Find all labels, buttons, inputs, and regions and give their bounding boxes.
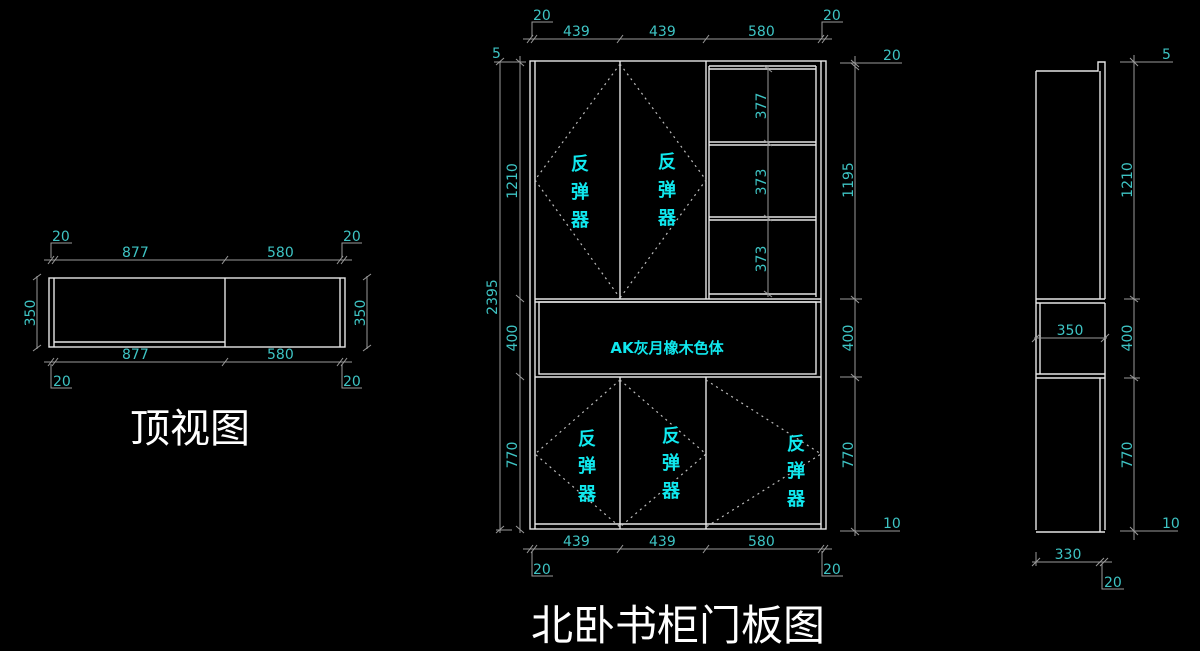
front-dim-top-439b: 439 [649,24,676,40]
front-dim-left-top-offset: 5 [492,46,501,62]
side-dim-right-770: 770 [1120,442,1136,469]
side-dim-top-offset: 5 [1162,47,1171,63]
door-label-upper-1: 反 弹 器 [570,154,590,231]
front-dim-top-439a: 439 [563,24,590,40]
front-dim-top-left: 20 [533,8,551,24]
svg-text:弹: 弹 [662,452,680,474]
side-view-upper-outline [1036,61,1106,299]
door-label-lower-2: 反 弹 器 [661,426,681,502]
svg-text:器: 器 [657,208,677,229]
front-dim-right-bottom-offset: 10 [883,516,901,532]
front-view: 反 弹 器 反 弹 器 反 弹 器 反 弹 器 反 弹 器 AK灰月橡木色体 [485,8,902,650]
top-view-dim-bottom-right: 20 [343,374,361,390]
top-view-title: 顶视图 [130,406,250,452]
svg-text:反: 反 [787,434,805,455]
svg-text:反: 反 [578,429,596,450]
top-view-leader-left [50,242,72,258]
shelf-dim-373a: 373 [754,169,770,196]
svg-text:弹: 弹 [578,455,596,477]
front-dim-left-1210: 1210 [505,163,521,199]
top-view-dim-top-left: 20 [52,229,70,245]
middle-material-label: AK灰月橡木色体 [610,339,724,357]
side-dim-bottom-width: 330 [1055,547,1082,563]
top-view-leader-bottom-right [341,364,362,389]
front-dim-top-580: 580 [748,24,775,40]
front-dim-right-top-offset: 20 [883,48,901,64]
top-view-dim-right: 350 [353,300,369,327]
side-dim-bottom-offset: 10 [1162,516,1180,532]
svg-text:弹: 弹 [658,179,676,201]
svg-text:器: 器 [570,210,590,231]
door-label-upper-2: 反 弹 器 [657,152,677,229]
door-swing-upper-2 [619,63,707,299]
front-dim-left-770: 770 [505,442,521,469]
door-swing-upper-1 [534,63,621,299]
door-label-lower-3: 反 弹 器 [786,434,806,510]
top-view-leader-right [341,242,362,258]
front-dim-right-1195: 1195 [841,162,857,198]
top-view-dim-top-right: 20 [343,229,361,245]
front-dim-right-400: 400 [841,325,857,352]
front-dim-bottom-439b: 439 [649,534,676,550]
side-dim-right-1210: 1210 [1120,162,1136,198]
svg-text:反: 反 [662,426,680,447]
front-dim-bottom-right: 20 [823,562,841,578]
front-dim-left-total: 2395 [485,279,501,315]
door-swing-lower-1 [534,379,621,528]
svg-text:器: 器 [577,484,597,505]
svg-text:反: 反 [658,152,676,173]
svg-text:弹: 弹 [787,460,805,482]
side-dim-inner-width: 350 [1057,323,1084,339]
shelf-dim-377: 377 [754,93,770,120]
side-view: 350 5 1210 400 770 10 330 20 [1031,47,1180,591]
side-dim-right-400: 400 [1120,325,1136,352]
shelf-dim-373b: 373 [754,246,770,273]
front-dim-left-400: 400 [505,325,521,352]
side-dim-door-thickness: 20 [1104,575,1122,591]
top-view-dim-bottom-580: 580 [267,347,294,363]
top-view-dim-top-580: 580 [267,245,294,261]
door-swing-lower-2 [619,379,707,528]
front-dim-top-right: 20 [823,8,841,24]
door-label-lower-1: 反 弹 器 [577,429,597,505]
front-view-outline [529,60,827,530]
front-dim-bottom-left: 20 [533,562,551,578]
middle-open-section [538,301,817,375]
front-dim-right-770: 770 [841,442,857,469]
top-view-leader-bottom-left [50,364,72,389]
svg-text:反: 反 [571,154,589,175]
front-view-title: 北卧书柜门板图 [531,601,825,650]
top-view: 20 877 580 20 877 580 20 20 350 350 顶视图 [23,229,372,452]
front-dim-bottom-439a: 439 [563,534,590,550]
svg-text:弹: 弹 [571,181,589,203]
svg-text:器: 器 [786,489,806,510]
svg-text:器: 器 [661,481,681,502]
front-dim-bottom-580: 580 [748,534,775,550]
top-view-dim-bottom-877: 877 [122,347,149,363]
top-view-dim-bottom-left: 20 [53,374,71,390]
top-view-outline [48,277,346,348]
top-view-dim-left: 350 [23,300,39,327]
top-view-dim-top-877: 877 [122,245,149,261]
